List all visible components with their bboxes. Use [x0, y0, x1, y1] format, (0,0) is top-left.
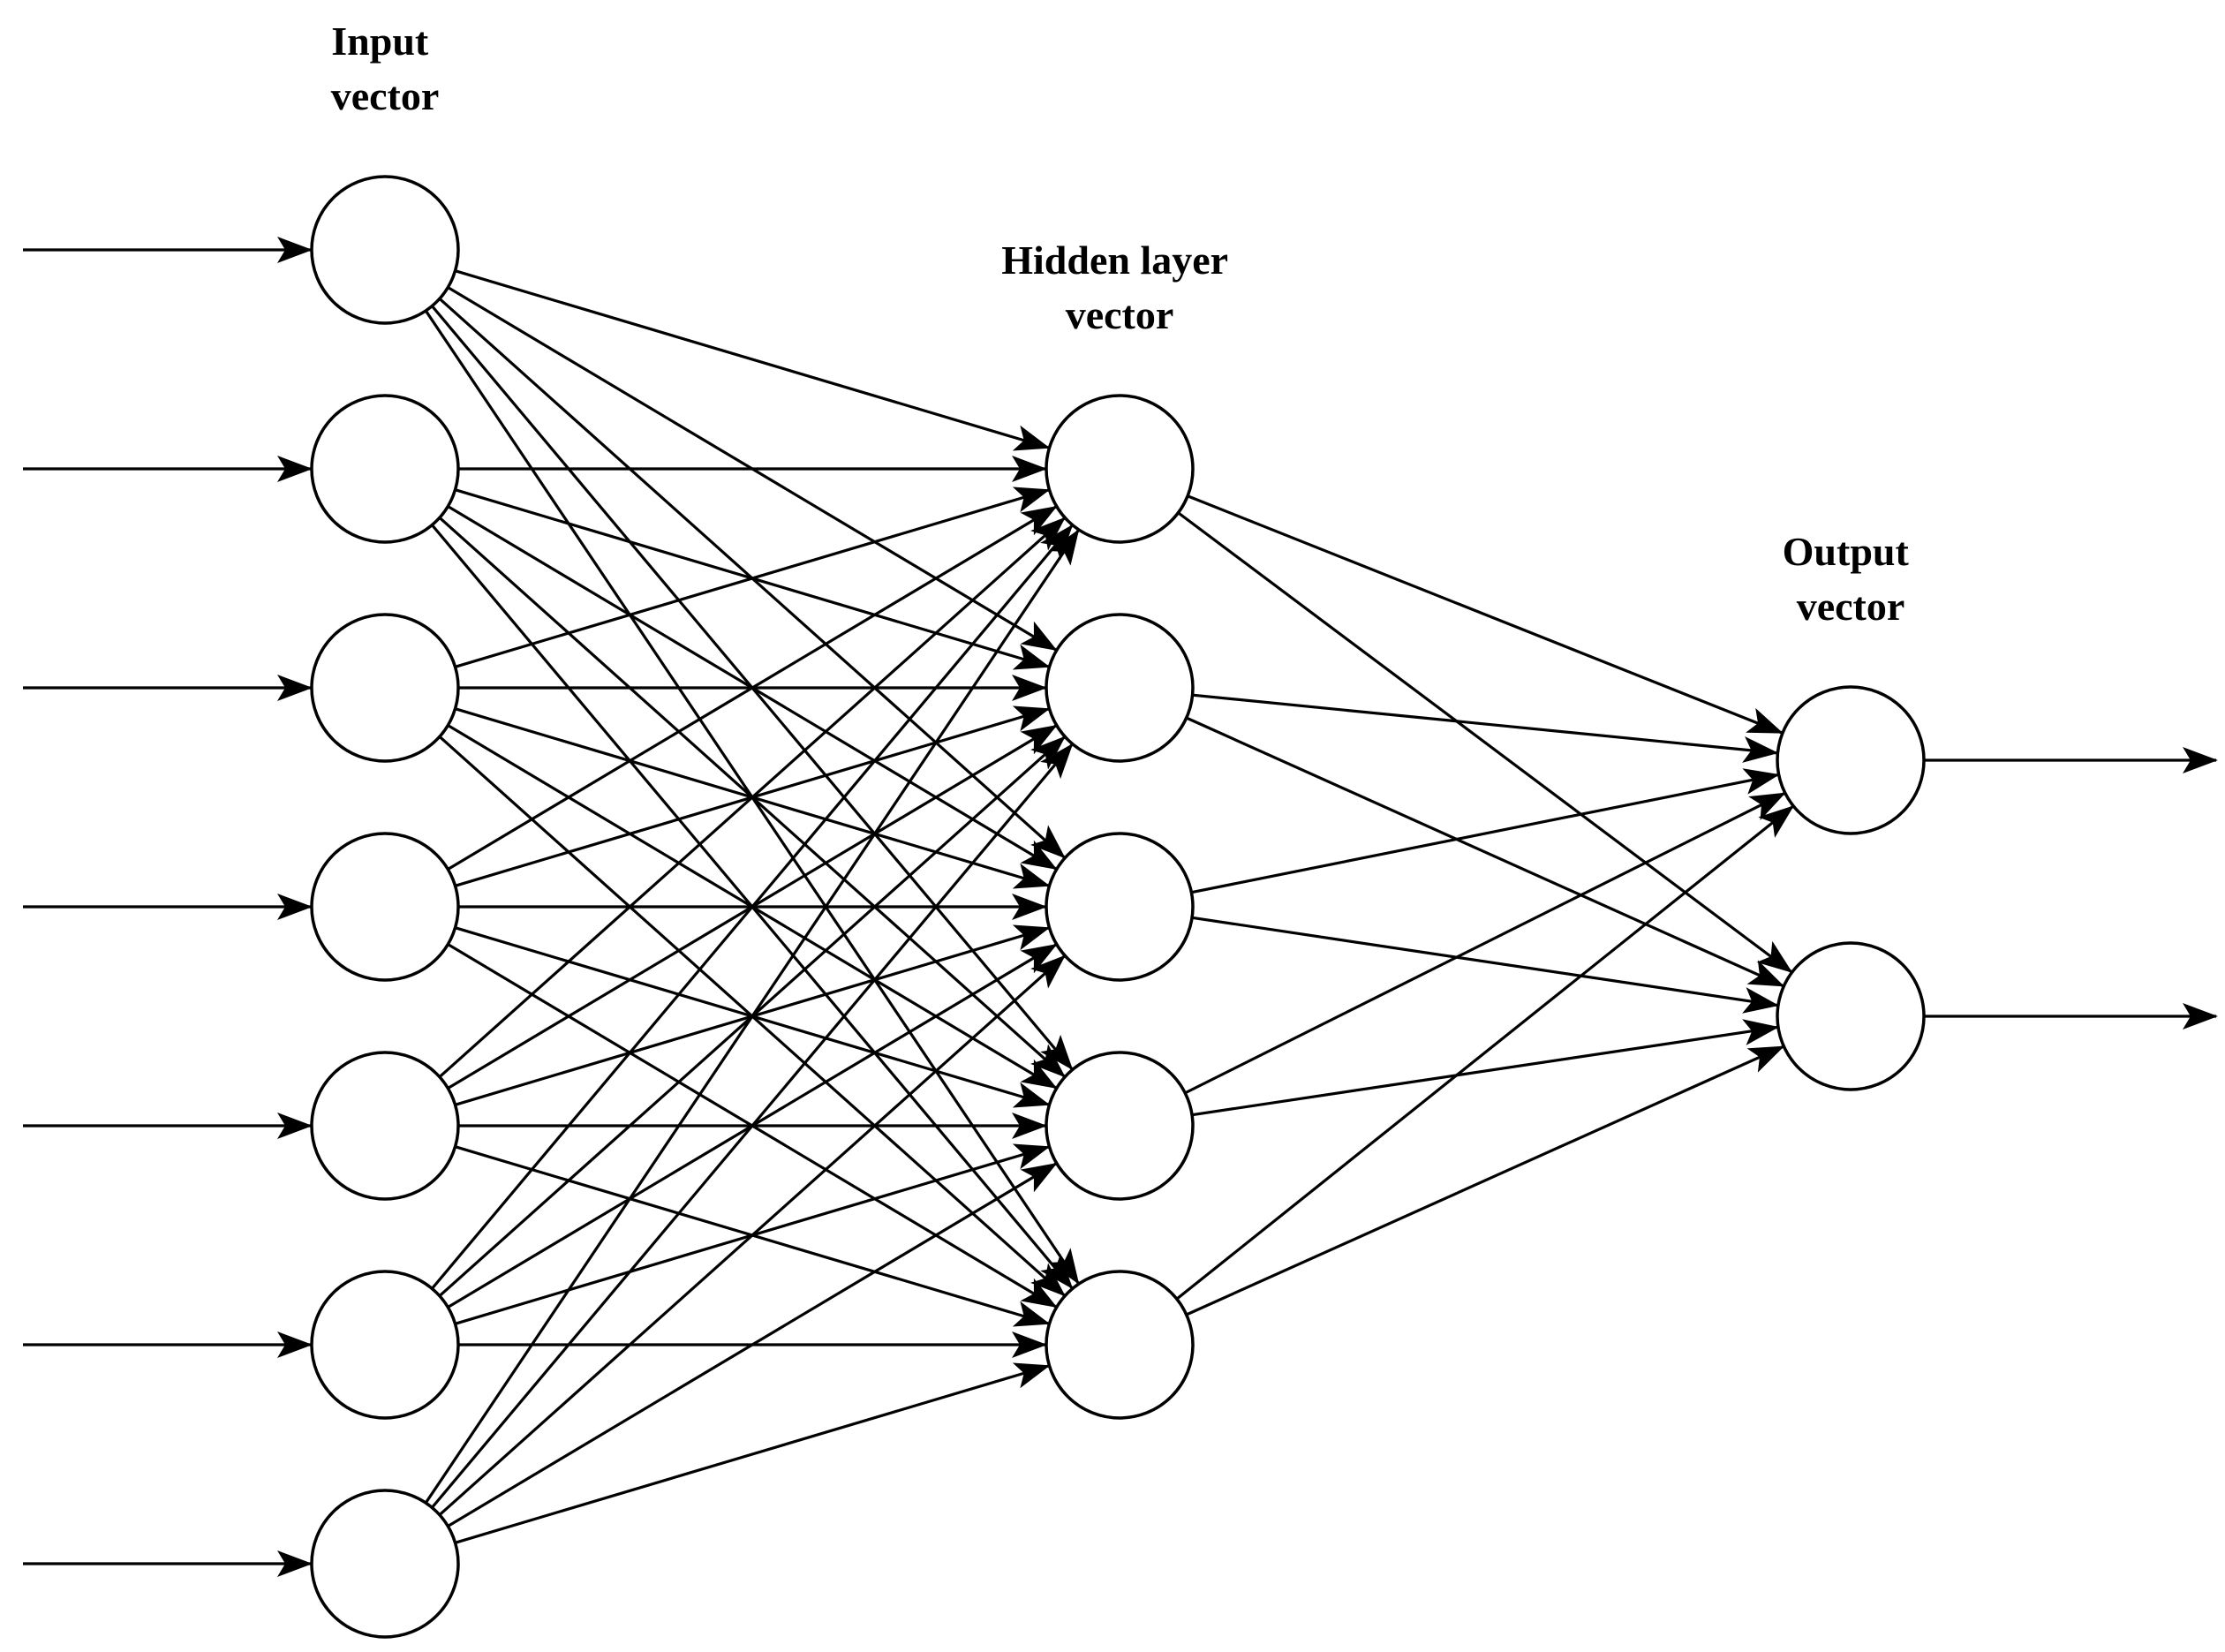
input-layer-label: Input vector: [331, 19, 440, 118]
edge-hidden-3-to-output-1: [1191, 768, 1780, 894]
edge-hidden-5-to-output-1: [1175, 805, 1794, 1301]
edge-hidden-2-to-output-1: [1192, 693, 1779, 763]
edge-hidden-2-to-output-2: [1186, 716, 1785, 988]
input-node-7: [310, 1489, 460, 1639]
input-node-2: [310, 394, 460, 544]
edge-hidden-4-to-output-1: [1184, 792, 1786, 1095]
output-layer-label: Output vector: [1783, 529, 1920, 629]
hidden-node-5: [1045, 1270, 1195, 1420]
hidden-node-4: [1045, 1051, 1195, 1201]
edge-input-3-to-hidden-1: [455, 487, 1051, 668]
hidden-layer-label: Hidden layer vector: [1001, 238, 1238, 337]
output-node-1: [1776, 685, 1926, 835]
output-label-line-2: vector: [1797, 584, 1905, 629]
edge-input-7-to-hidden-3: [438, 954, 1066, 1516]
io-arrows: [23, 237, 2218, 1577]
input-label-line-1: Input: [331, 19, 429, 64]
input-node-6: [310, 1270, 460, 1420]
edge-input-1-to-hidden-1: [455, 269, 1051, 451]
output-label-line-1: Output: [1783, 529, 1910, 574]
edge-input-7-to-hidden-2: [431, 743, 1074, 1509]
hidden-node-2: [1045, 613, 1195, 763]
hidden-label-line-2: vector: [1066, 292, 1174, 337]
edge-input-7-to-hidden-4: [447, 1162, 1058, 1528]
connections: [424, 269, 1794, 1544]
edge-input-6-to-hidden-1: [431, 524, 1074, 1290]
input-label-line-2: vector: [331, 73, 440, 118]
edge-input-4-to-hidden-1: [447, 505, 1058, 871]
input-node-3: [310, 613, 460, 763]
edge-hidden-5-to-output-2: [1186, 1045, 1785, 1316]
edge-hidden-4-to-output-2: [1191, 1019, 1779, 1117]
hidden-label-line-1: Hidden layer: [1001, 238, 1227, 283]
edge-input-5-to-hidden-1: [438, 517, 1066, 1078]
input-node-4: [310, 832, 460, 982]
output-node-2: [1776, 941, 1926, 1091]
edge-hidden-3-to-output-2: [1191, 916, 1779, 1014]
edge-input-7-to-hidden-5: [455, 1362, 1051, 1544]
hidden-node-3: [1045, 832, 1195, 982]
hidden-node-1: [1045, 394, 1195, 544]
edge-hidden-1-to-output-1: [1187, 494, 1784, 735]
input-node-1: [310, 175, 460, 325]
input-node-5: [310, 1051, 460, 1201]
edge-hidden-1-to-output-2: [1177, 511, 1793, 973]
nodes: [310, 175, 1926, 1639]
edge-input-7-to-hidden-1: [424, 529, 1080, 1504]
